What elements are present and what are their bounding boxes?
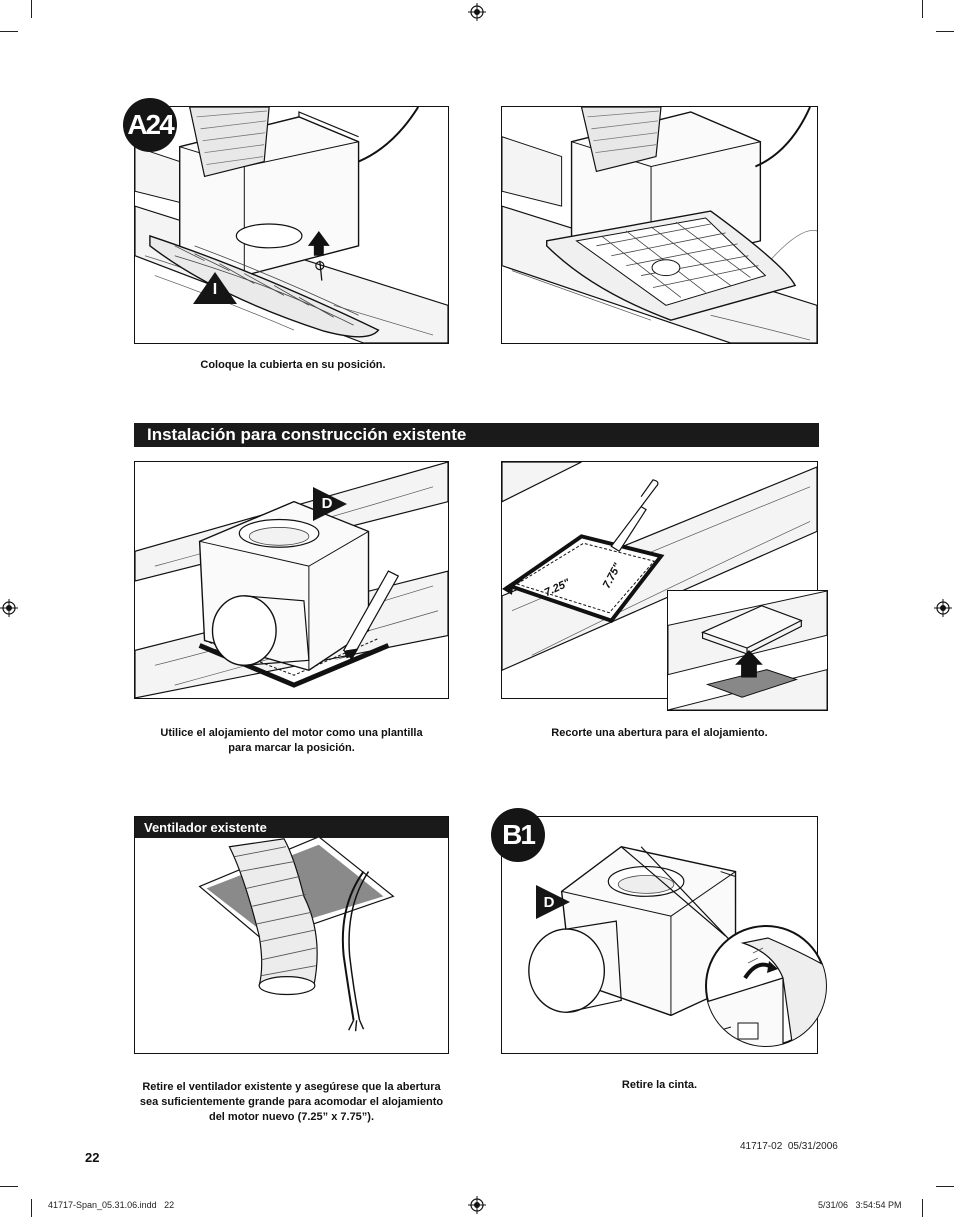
caption-remove-fan: Retire el ventilador existente y asegúre…: [126, 1080, 457, 1125]
illustration-place-cover: I: [134, 106, 449, 344]
callout-label-d: D: [543, 894, 555, 911]
registration-mark-icon: [934, 599, 952, 617]
slug-left: 41717-Span_05.31.06.indd 22: [48, 1200, 175, 1210]
crop-mark: [936, 1186, 954, 1187]
callout-triangle-icon: [313, 487, 347, 521]
section-header-existing-construction: Instalación para construcción existente: [134, 423, 819, 447]
caption-remove-fan-line3: del motor nuevo (7.25” x 7.75”).: [208, 1111, 375, 1123]
section-title: Instalación para construcción existente: [147, 425, 467, 444]
callout-label-d: D: [321, 495, 333, 512]
registration-mark-icon: [468, 3, 486, 21]
detail-magnifier: [705, 925, 827, 1047]
callout-triangle-icon: [536, 885, 570, 919]
crop-mark: [936, 31, 954, 32]
registration-mark-icon: [0, 599, 18, 617]
crop-mark: [31, 0, 32, 18]
illustration-cutout-removed-inset: [667, 590, 828, 711]
caption-remove-tape: Retire la cinta.: [621, 1079, 698, 1091]
slug-right: 5/31/06 3:54:54 PM: [818, 1200, 902, 1210]
crop-mark: [922, 0, 923, 18]
callout-triangle-icon: [193, 272, 237, 304]
page-number: 22: [85, 1150, 100, 1165]
illustration-mark-template: D: [134, 461, 449, 699]
caption-remove-fan-line2: sea suficientemente grande para acomodar…: [139, 1096, 444, 1108]
caption-cut-opening: Recorte una abertura para el alojamiento…: [551, 727, 768, 739]
callout-label-i: I: [212, 281, 218, 298]
registration-mark-icon: [468, 1196, 486, 1214]
step-badge-b1: B1: [491, 808, 545, 862]
crop-mark: [31, 1199, 32, 1217]
caption-remove-fan-line1: Retire el ventilador existente y asegúre…: [142, 1081, 441, 1093]
caption-template-line1: Utilice el alojamiento del motor como un…: [160, 727, 423, 739]
crop-mark: [922, 1199, 923, 1217]
crop-mark: [0, 1186, 18, 1187]
illustration-cover-installed: [501, 106, 818, 344]
illustration-existing-fan: Ventilador existente: [134, 816, 449, 1054]
crop-mark: [0, 31, 18, 32]
caption-place-cover: Coloque la cubierta en su posición.: [200, 359, 386, 371]
step-badge-a24: A24: [123, 98, 177, 152]
caption-template-line2: para marcar la posición.: [228, 742, 355, 754]
caption-template: Utilice el alojamiento del motor como un…: [134, 726, 449, 756]
subsection-title: Ventilador existente: [144, 820, 267, 835]
subsection-header-existing-fan: Ventilador existente: [135, 817, 448, 838]
illustration-cut-opening: 7.25" 7.75": [501, 461, 818, 699]
doc-code: 41717-02 05/31/2006: [740, 1141, 838, 1152]
